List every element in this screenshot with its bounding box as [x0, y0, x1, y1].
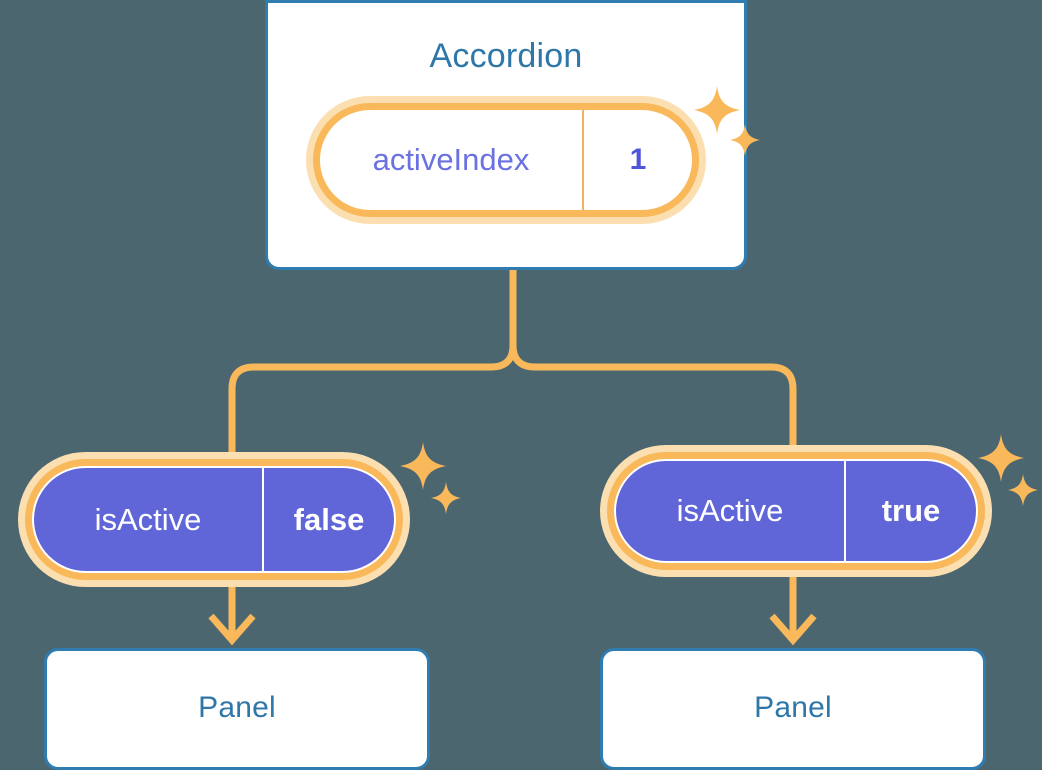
- state-key-label: isActive: [616, 461, 846, 561]
- component-card-panel-left[interactable]: Panel: [44, 648, 430, 770]
- component-title-accordion: Accordion: [429, 37, 583, 75]
- arrow-down-icon-left: [208, 585, 256, 646]
- component-card-panel-right[interactable]: Panel: [600, 648, 986, 770]
- pill-body: isActive false: [32, 466, 396, 573]
- state-value-label: true: [881, 493, 941, 528]
- state-pill-activeindex[interactable]: activeIndex 1: [306, 96, 706, 224]
- sparkle-icon: [431, 482, 461, 514]
- connector-tree-path: [509, 266, 797, 459]
- state-value-label: false: [293, 501, 365, 537]
- state-key-label: isActive: [34, 468, 264, 571]
- state-pill-isactive-false[interactable]: isActive false: [18, 452, 410, 587]
- component-title-panel: Panel: [198, 691, 276, 724]
- connector-tree-path-left: [228, 341, 517, 466]
- state-key-label: activeIndex: [320, 110, 584, 210]
- arrow-down-icon-right: [769, 577, 817, 646]
- sparkle-icon: [1008, 474, 1038, 506]
- sparkle-group-left: [398, 440, 478, 522]
- pill-body: isActive true: [614, 459, 978, 563]
- state-pill-isactive-true[interactable]: isActive true: [600, 445, 992, 577]
- pill-body: activeIndex 1: [320, 110, 692, 210]
- state-value-label: 1: [629, 143, 647, 176]
- component-title-panel: Panel: [754, 691, 832, 724]
